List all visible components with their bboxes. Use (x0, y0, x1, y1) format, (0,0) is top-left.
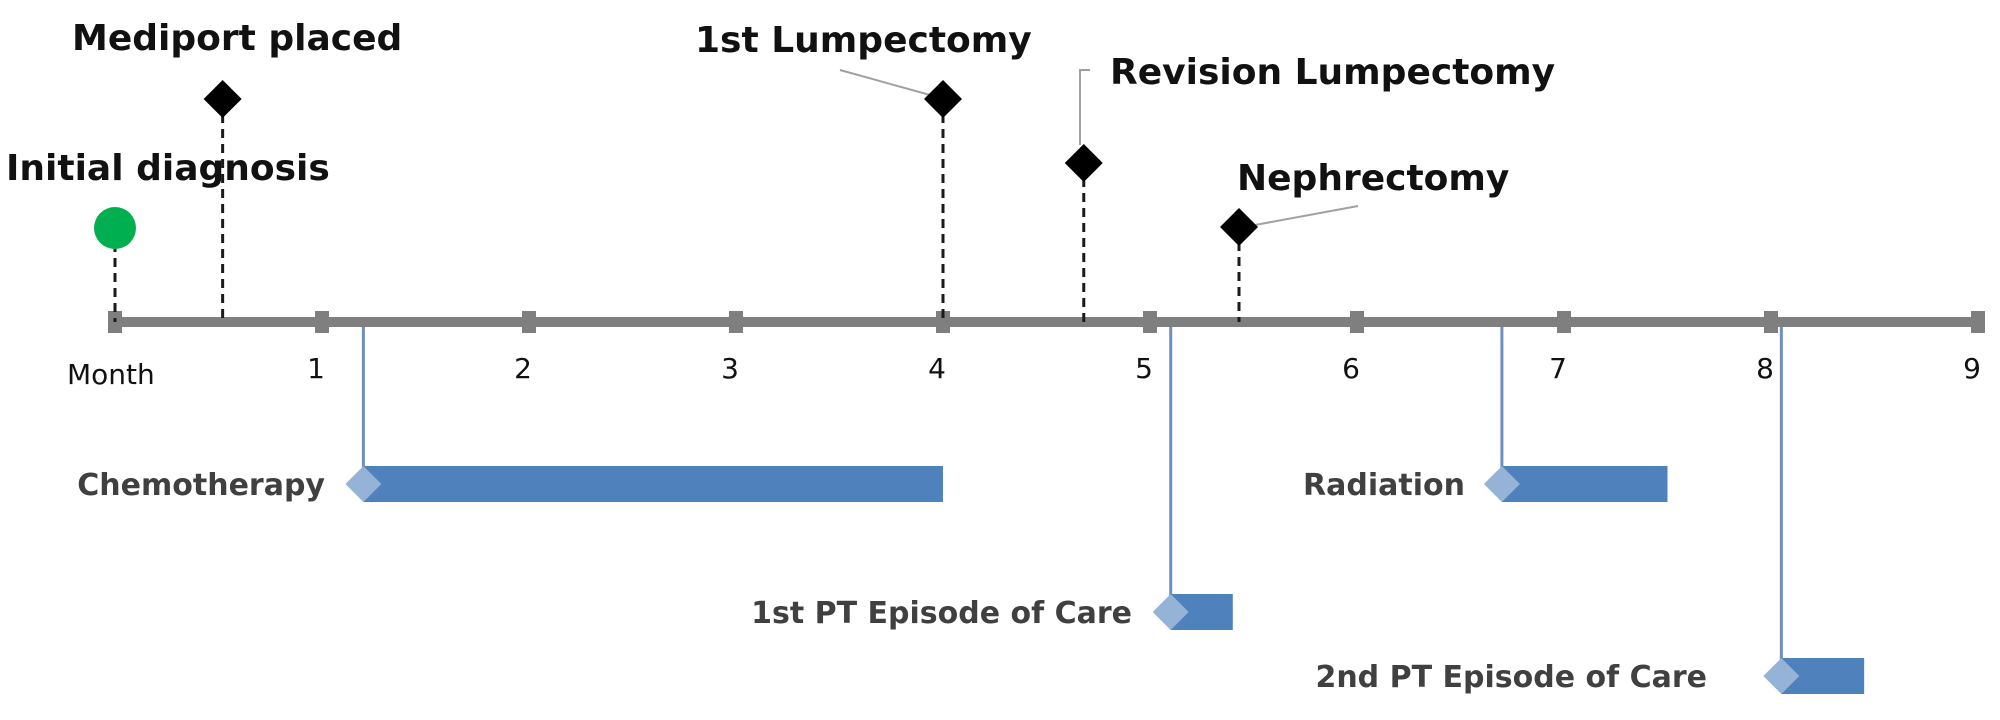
milestone-label-0: Initial diagnosis (6, 148, 330, 189)
period-start-marker-1 (1152, 594, 1189, 630)
tick-mark-5 (1143, 311, 1157, 333)
milestone-label-3: Revision Lumpectomy (1110, 52, 1555, 93)
period-label-3: 2nd PT Episode of Care (1315, 660, 1707, 695)
period-bar-0 (363, 466, 943, 502)
tick-label-4: 4 (928, 352, 946, 385)
timeline-axis: 1 2 3 4 5 6 7 8 9 (108, 311, 1985, 385)
milestone-leader-line-3 (1079, 69, 1090, 145)
milestones: Initial diagnosis Mediport placed 1st Lump… (6, 18, 1555, 322)
tick-mark-9 (1971, 311, 1985, 333)
milestone-marker-1 (203, 80, 242, 118)
period-start-marker-3 (1763, 658, 1800, 694)
tick-mark-3 (729, 311, 743, 333)
tick-label-7: 7 (1549, 352, 1567, 385)
tick-mark-2 (522, 311, 536, 333)
tick-label-3: 3 (721, 352, 739, 385)
milestone-label-2: 1st Lumpectomy (695, 20, 1032, 61)
tick-label-1: 1 (307, 352, 325, 385)
milestone-label-1: Mediport placed (72, 18, 402, 59)
period-start-marker-2 (1483, 466, 1520, 502)
tick-label-5: 5 (1135, 352, 1153, 385)
tick-label-9: 9 (1963, 352, 1981, 385)
tick-mark-4 (936, 311, 950, 333)
milestone-leader-line-2 (839, 69, 931, 96)
axis-title-month: Month (67, 358, 155, 391)
tick-label-2: 2 (514, 352, 532, 385)
period-start-marker-0 (345, 466, 382, 502)
milestone-marker-2 (924, 80, 962, 118)
milestone-leader-line-4 (1254, 205, 1359, 226)
tick-mark-8 (1764, 311, 1778, 333)
period-bar-2 (1501, 466, 1668, 502)
milestone-marker-3 (1064, 144, 1103, 182)
tick-mark-1 (315, 311, 329, 333)
period-label-1: 1st PT Episode of Care (751, 596, 1132, 631)
tick-label-6: 6 (1342, 352, 1360, 385)
tick-mark-6 (1350, 311, 1364, 333)
milestone-marker-0 (94, 207, 136, 249)
treatment-periods: Chemotherapy 1st PT Episode of Care Radiat… (77, 327, 1865, 695)
tick-mark-7 (1557, 311, 1571, 333)
period-label-0: Chemotherapy (77, 468, 325, 503)
period-label-2: Radiation (1303, 468, 1465, 503)
tick-label-8: 8 (1756, 352, 1774, 385)
milestone-label-4: Nephrectomy (1237, 158, 1509, 199)
milestone-marker-4 (1220, 208, 1259, 246)
